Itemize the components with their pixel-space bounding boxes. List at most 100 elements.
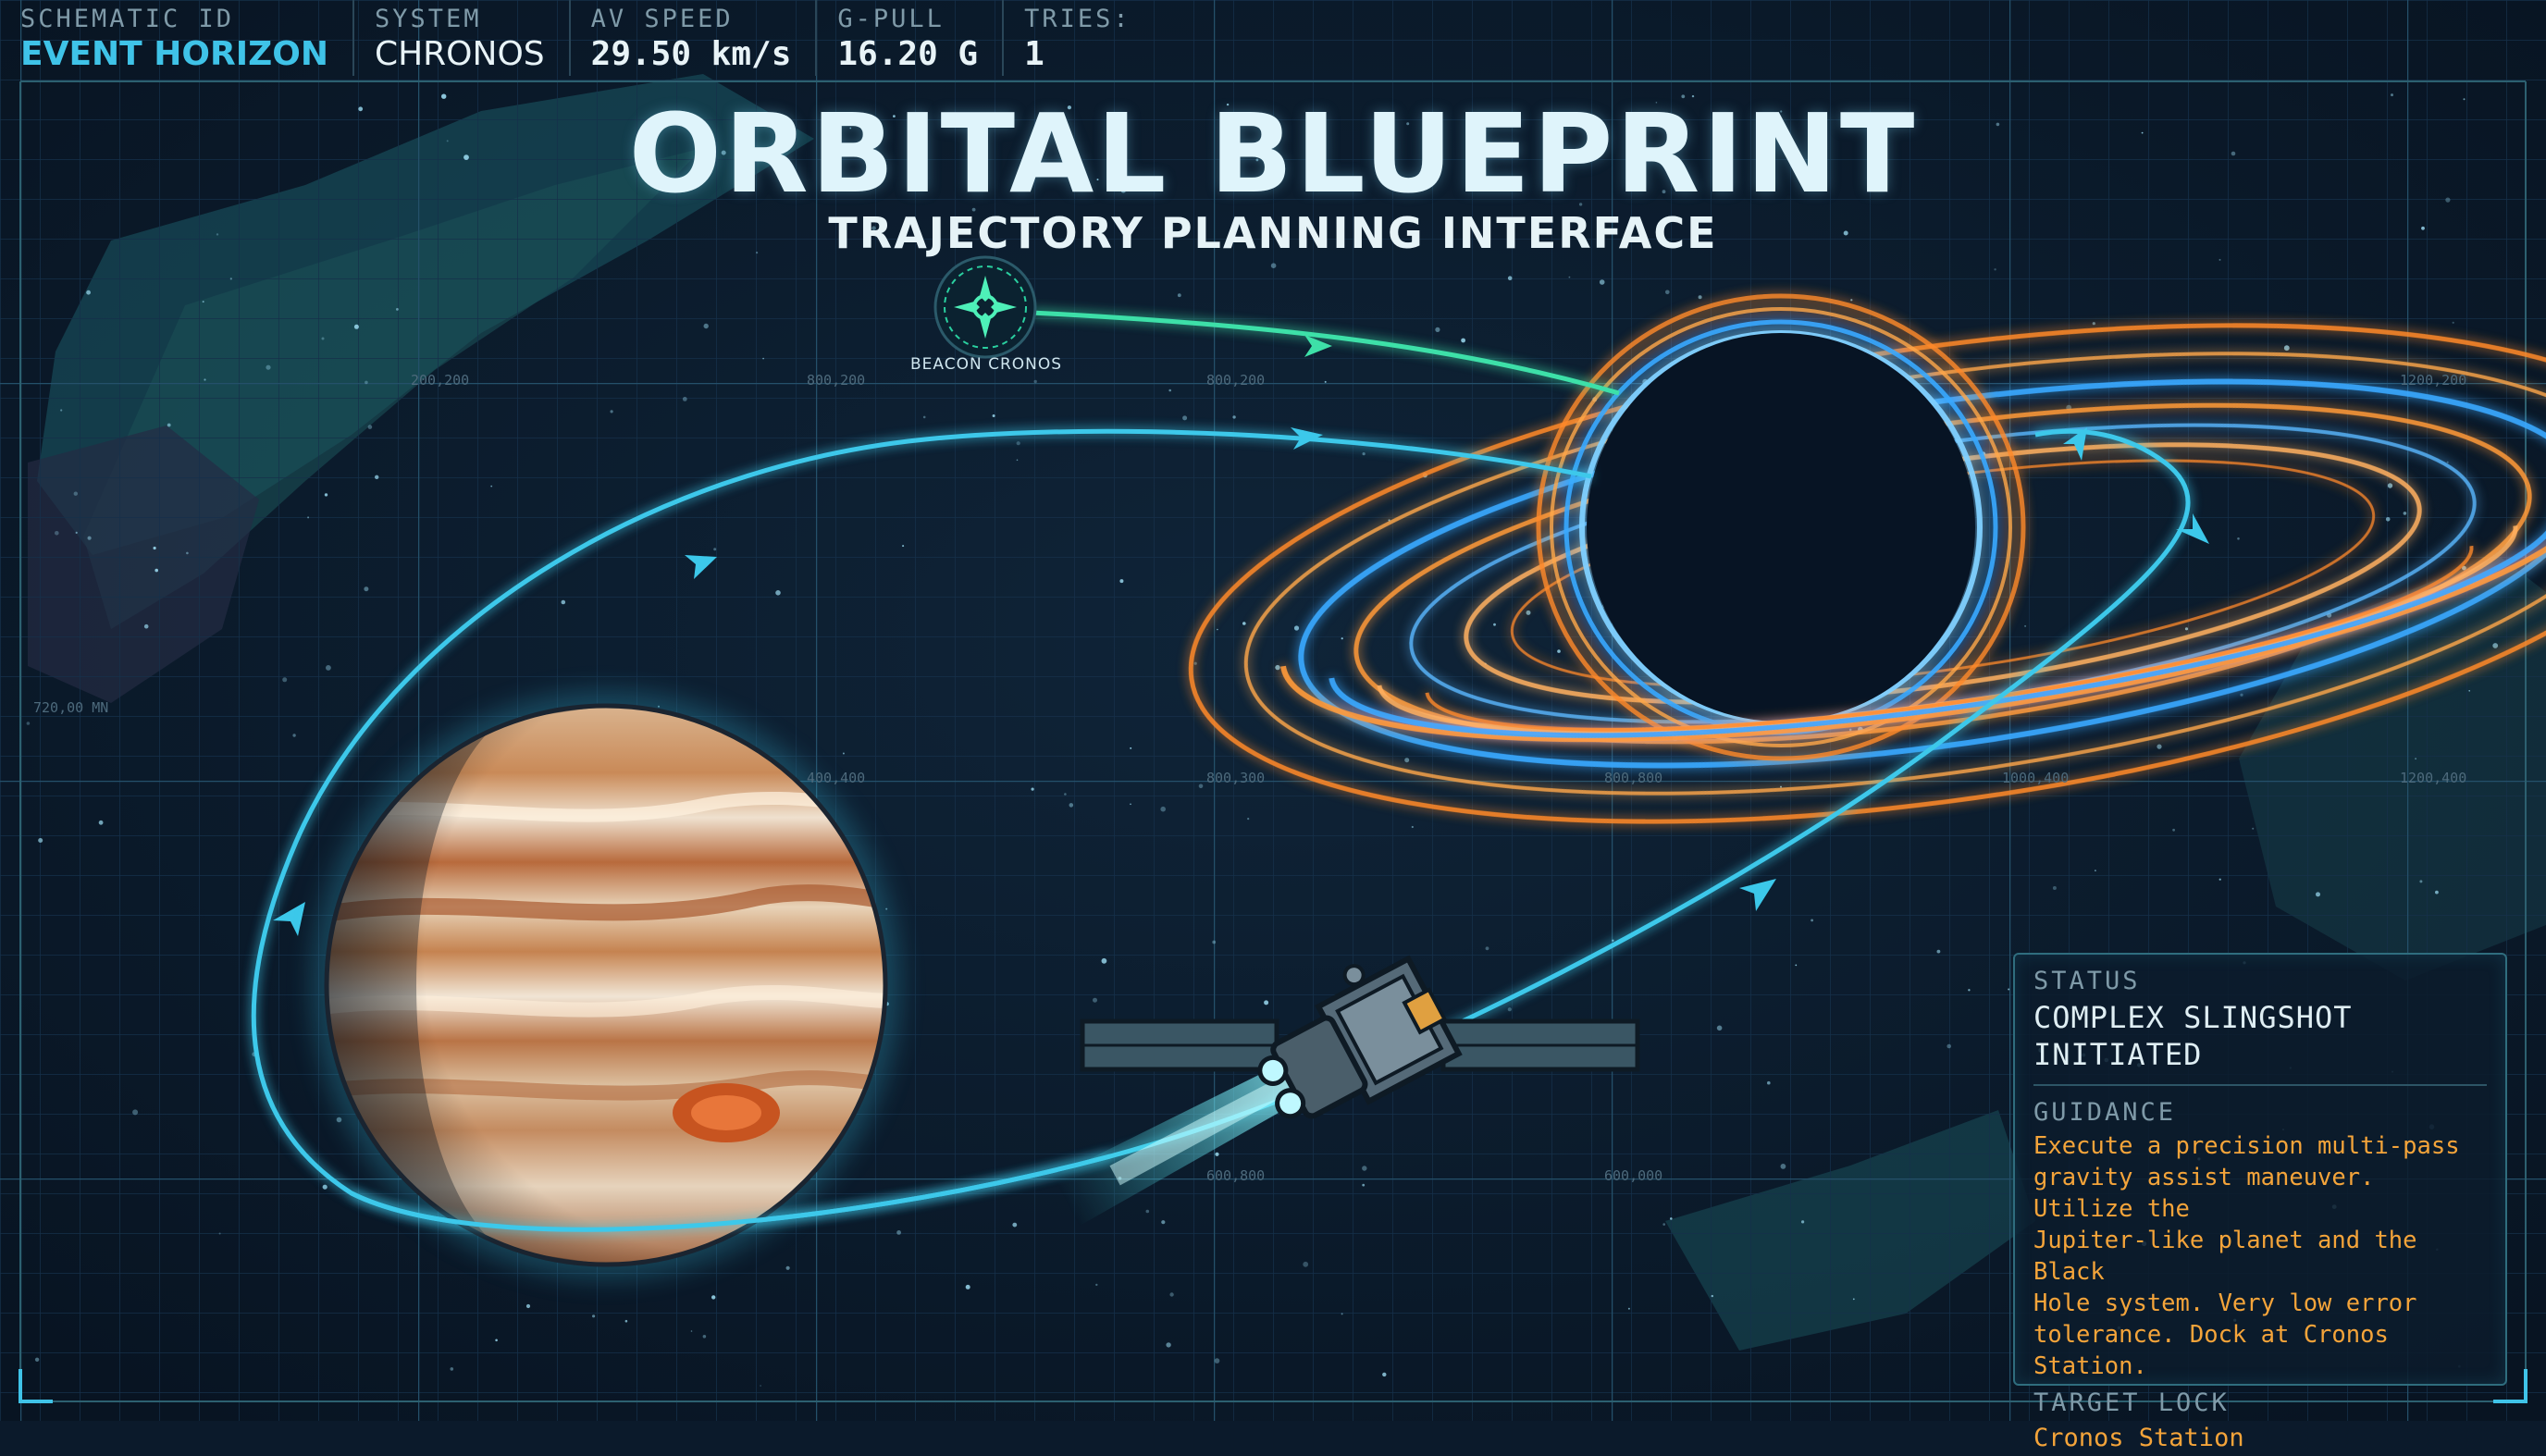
star <box>842 752 845 755</box>
guidance-line: gravity assist maneuver. Utilize the <box>2033 1164 2375 1223</box>
star <box>1843 230 1848 236</box>
star <box>1101 957 1107 964</box>
grid-coord-label: 1200,400 <box>2400 770 2467 786</box>
star <box>1231 225 1235 229</box>
star <box>1130 803 1131 806</box>
star <box>321 337 325 340</box>
star <box>2092 322 2095 326</box>
star <box>326 665 331 671</box>
star <box>2237 537 2240 540</box>
star <box>132 1109 139 1116</box>
star <box>1242 622 1246 625</box>
hud-value: 16.20 G <box>837 35 979 73</box>
star <box>282 677 288 683</box>
star <box>1507 276 1513 281</box>
hud-stats-bar: SCHEMATIC ID EVENT HORIZON SYSTEM CHRONO… <box>0 0 1129 76</box>
star <box>1382 1372 1387 1377</box>
star <box>1612 939 1614 942</box>
star <box>2462 565 2466 571</box>
star <box>561 599 566 605</box>
star <box>2218 878 2221 881</box>
star <box>1947 1043 1951 1049</box>
star <box>2387 483 2393 488</box>
star <box>1168 389 1171 392</box>
guidance-line: Execute a precision multi-pass <box>2033 1132 2460 1160</box>
star <box>1485 946 1489 951</box>
grid-coord-label: 1200,200 <box>2400 372 2467 389</box>
status-line: COMPLEX SLINGSHOT <box>2033 1000 2353 1035</box>
star <box>1214 1358 1220 1363</box>
grid-coord-label: 800,800 <box>1604 770 1663 786</box>
star <box>2415 758 2417 760</box>
star <box>785 1265 790 1270</box>
star <box>143 623 149 629</box>
star <box>1016 459 1019 462</box>
star <box>1031 787 1034 791</box>
star <box>86 290 91 295</box>
star <box>1160 806 1166 812</box>
hud-value: 1 <box>1024 35 1044 73</box>
star <box>38 838 43 843</box>
grid-coord-label: 600,000 <box>1604 1167 1663 1184</box>
star <box>1264 1000 1269 1006</box>
star <box>1767 1080 1771 1085</box>
star <box>849 127 852 130</box>
hud-value: CHRONOS <box>374 35 545 73</box>
star <box>1215 1152 1219 1156</box>
star <box>1406 122 1410 126</box>
star <box>463 154 469 161</box>
spacecraft-icon[interactable] <box>995 791 1657 1335</box>
star <box>1698 295 1702 300</box>
star <box>2052 886 2057 890</box>
star <box>1662 1223 1665 1226</box>
star <box>1217 628 1218 631</box>
star <box>1226 103 1230 106</box>
star <box>1780 785 1782 788</box>
star <box>1270 263 1277 269</box>
star <box>1599 279 1605 285</box>
star <box>1795 964 1798 967</box>
star <box>1362 452 1366 456</box>
star <box>2468 690 2470 692</box>
star <box>756 252 759 254</box>
star <box>1994 268 1996 271</box>
star <box>2385 517 2391 522</box>
star <box>60 409 63 412</box>
star <box>1275 664 1280 671</box>
star <box>2095 870 2096 871</box>
star <box>1811 919 1813 922</box>
star <box>75 531 78 535</box>
star <box>1212 940 1217 944</box>
beacon-path <box>1031 310 1620 396</box>
star <box>1012 1222 1018 1228</box>
star <box>34 1357 40 1363</box>
star <box>2008 988 2010 991</box>
star <box>364 586 369 592</box>
star <box>2231 151 2236 156</box>
star <box>375 475 379 479</box>
star <box>292 734 296 737</box>
star <box>324 493 328 497</box>
guidance-line: tolerance. Dock at Cronos Station. <box>2033 1321 2389 1380</box>
star <box>1324 380 1327 383</box>
star <box>1093 997 1097 1003</box>
star <box>2184 627 2189 631</box>
star <box>1936 949 1941 954</box>
frame-corners <box>19 1369 2527 1403</box>
star <box>1655 102 1658 104</box>
beacon-satellite-icon[interactable] <box>933 255 1037 359</box>
star <box>702 1335 707 1339</box>
hud-value: 29.50 km/s <box>590 35 792 73</box>
star <box>1780 110 1783 113</box>
scene-canvas <box>0 0 2546 1421</box>
star <box>1362 1183 1366 1187</box>
trajectory-front <box>350 1154 1111 1232</box>
hud-tries: TRIES: 1 <box>1004 0 1156 76</box>
star <box>525 1303 531 1309</box>
star <box>353 324 359 329</box>
gas-giant-planet <box>312 691 900 1279</box>
star <box>2024 624 2027 627</box>
star <box>922 415 926 419</box>
star <box>2419 880 2423 883</box>
guidance-line: Hole system. Very low error <box>2033 1289 2417 1317</box>
